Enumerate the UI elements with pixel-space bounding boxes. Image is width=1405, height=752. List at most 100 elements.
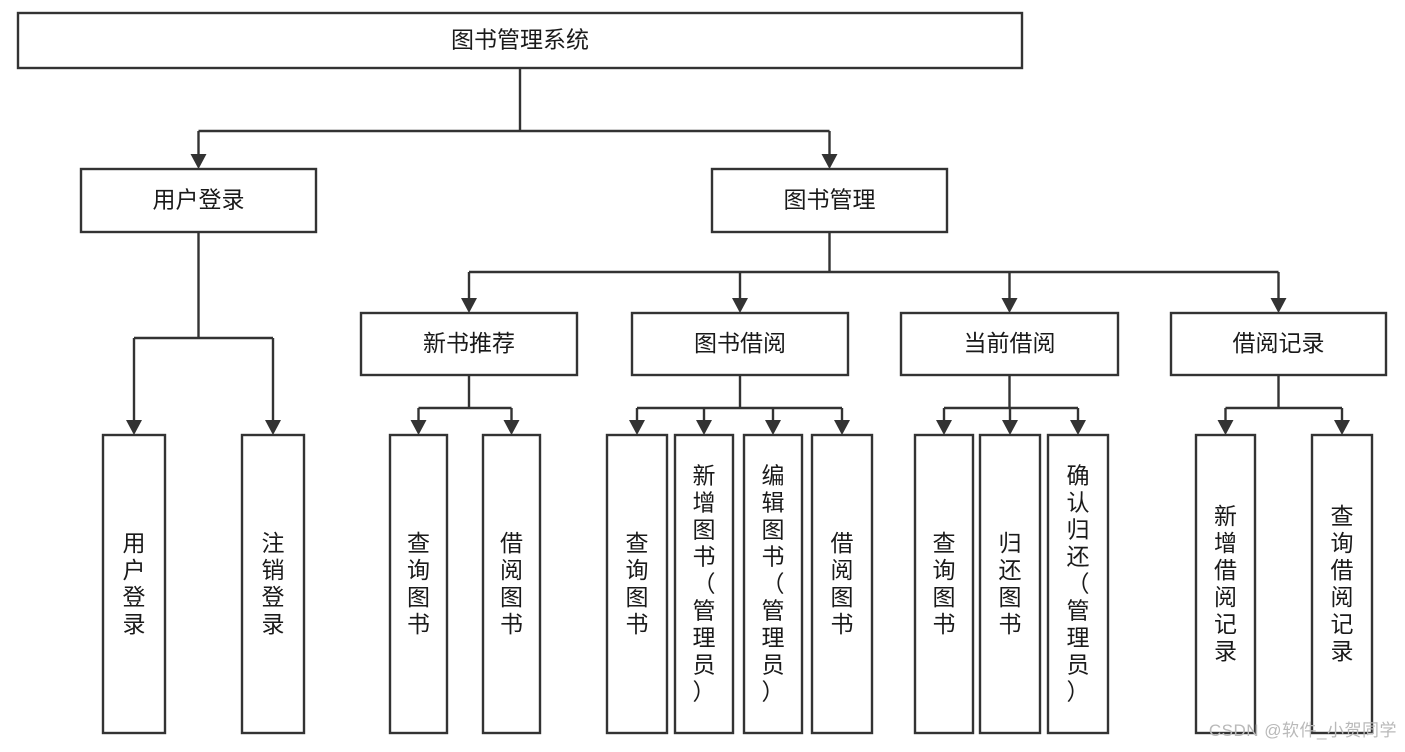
node-leaf-add-borrow-record-rect[interactable] — [1194, 433, 1257, 735]
node-user-login-rect[interactable] — [79, 167, 318, 234]
node-leaf-user-login[interactable]: 用户登录 — [101, 433, 167, 735]
node-root-rect[interactable] — [16, 11, 1024, 70]
connector-to-current-borrow — [1001, 272, 1018, 313]
node-book-manage-rect[interactable] — [710, 167, 949, 234]
connector-to-leaf-user-login — [126, 338, 142, 435]
connector-to-borrow-record-head — [1270, 298, 1287, 313]
node-borrow-record-rect[interactable] — [1169, 311, 1388, 377]
node-leaf-logout-rect[interactable] — [240, 433, 306, 735]
watermark-text: CSDN @软件_小贺同学 — [1208, 721, 1397, 740]
node-leaf-add-book-admin-rect[interactable] — [673, 433, 735, 735]
node-leaf-query-book-rec-label: 查询图书 — [407, 530, 430, 637]
connector-to-leaf-borrow-book — [834, 408, 850, 435]
node-book-borrow-label: 图书借阅 — [694, 330, 786, 356]
connector-to-leaf-query-borrow-record — [1334, 408, 1350, 435]
node-book-manage[interactable]: 图书管理 — [710, 167, 949, 234]
node-leaf-edit-book-admin[interactable]: 编辑图书（管理员） — [742, 433, 804, 735]
node-leaf-borrow-book-rec-label: 借阅图书 — [500, 530, 523, 637]
node-leaf-query-borrow-record-label: 查询借阅记录 — [1331, 503, 1354, 664]
connector-to-leaf-confirm-return-admin-head — [1070, 420, 1086, 435]
connector-to-leaf-query-book-rec-head — [410, 420, 427, 435]
node-leaf-query-book-current-label: 查询图书 — [933, 530, 956, 637]
node-leaf-query-book-current[interactable]: 查询图书 — [913, 433, 975, 735]
node-borrow-record-label: 借阅记录 — [1233, 330, 1325, 356]
connector-to-leaf-edit-book-admin — [765, 408, 781, 435]
node-book-borrow-rect[interactable] — [630, 311, 850, 377]
node-leaf-user-login-rect[interactable] — [101, 433, 167, 735]
node-leaf-return-book-label: 归还图书 — [999, 530, 1022, 637]
node-leaf-logout[interactable]: 注销登录 — [240, 433, 306, 735]
node-new-book-recommend[interactable]: 新书推荐 — [359, 311, 579, 377]
connector-to-leaf-logout-head — [265, 420, 281, 435]
node-leaf-borrow-book-rec[interactable]: 借阅图书 — [481, 433, 542, 735]
connector-to-borrow-record — [1270, 272, 1287, 313]
connector-to-leaf-edit-book-admin-head — [765, 420, 781, 435]
connector-to-leaf-return-book-head — [1002, 420, 1018, 435]
connector-to-book-manage — [821, 131, 838, 169]
node-leaf-query-book-current-rect[interactable] — [913, 433, 975, 735]
connector-to-new-book-rec-head — [461, 298, 477, 313]
connector-to-leaf-borrow-book-rec — [503, 408, 520, 435]
connector-to-book-manage-head — [821, 154, 838, 169]
connector-to-book-borrow — [732, 272, 748, 313]
node-leaf-edit-book-admin-rect[interactable] — [742, 433, 804, 735]
node-leaf-query-book-borrow[interactable]: 查询图书 — [605, 433, 669, 735]
node-leaf-borrow-book-rect[interactable] — [810, 433, 874, 735]
connector-to-leaf-logout — [265, 338, 281, 435]
node-leaf-confirm-return-admin-rect[interactable] — [1046, 433, 1110, 735]
connector-to-leaf-user-login-head — [126, 420, 142, 435]
connector-to-new-book-rec — [461, 272, 477, 313]
node-leaf-borrow-book-label: 借阅图书 — [831, 530, 854, 637]
connector-to-leaf-query-book-current-head — [936, 420, 952, 435]
node-current-borrow-label: 当前借阅 — [964, 330, 1056, 356]
node-leaf-confirm-return-admin-label: 确认归还（管理员） — [1067, 463, 1090, 705]
connector-to-leaf-query-book-borrow-head — [629, 420, 645, 435]
node-new-book-recommend-rect[interactable] — [359, 311, 579, 377]
node-leaf-return-book[interactable]: 归还图书 — [978, 433, 1042, 735]
node-new-book-recommend-label: 新书推荐 — [423, 330, 515, 356]
node-leaf-query-book-borrow-label: 查询图书 — [626, 530, 649, 637]
node-root[interactable]: 图书管理系统 — [16, 11, 1024, 70]
connector-to-leaf-return-book — [1002, 408, 1018, 435]
node-user-login-label: 用户登录 — [153, 187, 245, 213]
node-leaf-query-book-borrow-rect[interactable] — [605, 433, 669, 735]
connector-to-leaf-borrow-book-rec-head — [503, 420, 520, 435]
connector-to-leaf-query-book-rec — [410, 408, 427, 435]
connector-to-user-login-head — [190, 154, 207, 169]
node-leaf-query-borrow-record[interactable]: 查询借阅记录 — [1310, 433, 1374, 735]
connector-to-leaf-borrow-book-head — [834, 420, 850, 435]
node-leaf-borrow-book-rec-rect[interactable] — [481, 433, 542, 735]
node-leaf-return-book-rect[interactable] — [978, 433, 1042, 735]
connector-to-leaf-query-borrow-record-head — [1334, 420, 1350, 435]
node-leaf-add-borrow-record-label: 新增借阅记录 — [1214, 503, 1237, 664]
node-book-manage-label: 图书管理 — [784, 187, 876, 213]
node-leaf-query-book-rec-rect[interactable] — [388, 433, 449, 735]
node-book-borrow[interactable]: 图书借阅 — [630, 311, 850, 377]
connector-to-leaf-query-book-current — [936, 408, 952, 435]
connector-to-leaf-add-borrow-record — [1217, 408, 1234, 435]
node-root-label: 图书管理系统 — [451, 27, 589, 53]
connector-to-leaf-add-borrow-record-head — [1217, 420, 1234, 435]
node-current-borrow-rect[interactable] — [899, 311, 1120, 377]
connector-to-user-login — [190, 131, 207, 169]
node-leaf-add-borrow-record[interactable]: 新增借阅记录 — [1194, 433, 1257, 735]
node-user-login[interactable]: 用户登录 — [79, 167, 318, 234]
connector-to-leaf-confirm-return-admin — [1070, 408, 1086, 435]
node-leaf-confirm-return-admin[interactable]: 确认归还（管理员） — [1046, 433, 1110, 735]
node-leaf-logout-label: 注销登录 — [262, 530, 285, 637]
node-borrow-record[interactable]: 借阅记录 — [1169, 311, 1388, 377]
connector-to-leaf-query-book-borrow — [629, 408, 645, 435]
node-leaf-borrow-book[interactable]: 借阅图书 — [810, 433, 874, 735]
connector-to-book-borrow-head — [732, 298, 748, 313]
node-leaf-user-login-label: 用户登录 — [123, 530, 146, 637]
node-current-borrow[interactable]: 当前借阅 — [899, 311, 1120, 377]
connector-to-leaf-add-book-admin — [696, 408, 712, 435]
connector-to-leaf-add-book-admin-head — [696, 420, 712, 435]
node-leaf-edit-book-admin-label: 编辑图书（管理员） — [762, 463, 785, 705]
node-leaf-query-borrow-record-rect[interactable] — [1310, 433, 1374, 735]
node-leaf-add-book-admin[interactable]: 新增图书（管理员） — [673, 433, 735, 735]
node-leaf-query-book-rec[interactable]: 查询图书 — [388, 433, 449, 735]
node-leaf-add-book-admin-label: 新增图书（管理员） — [693, 463, 716, 705]
